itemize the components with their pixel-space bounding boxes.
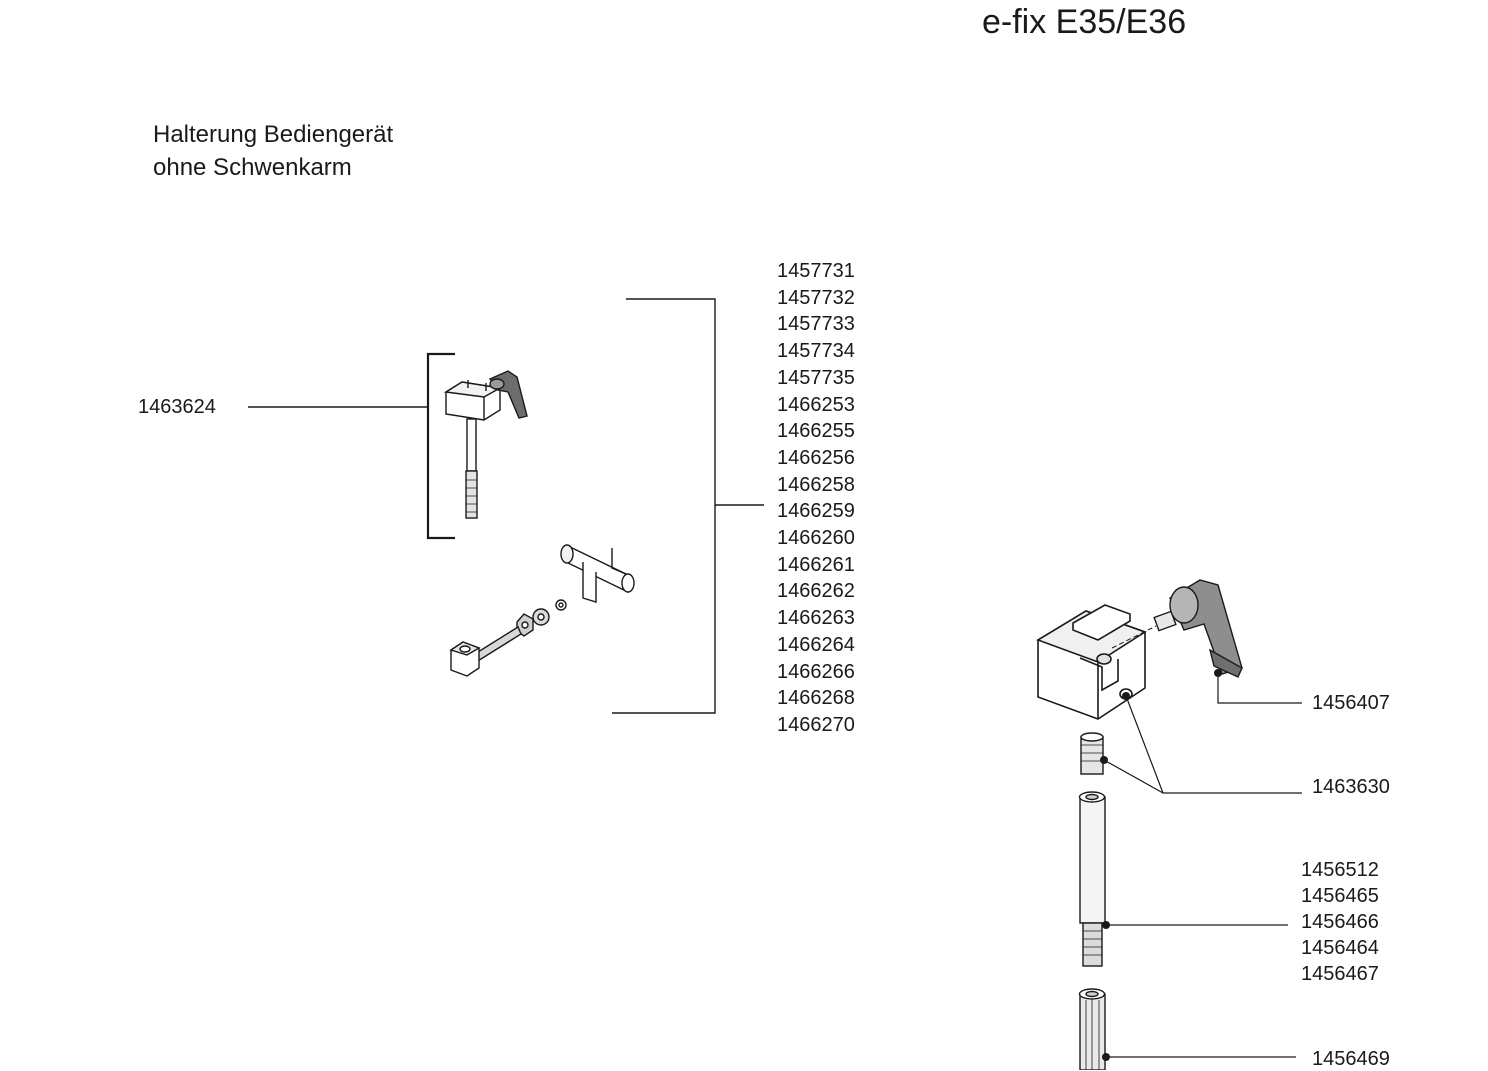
kit-part-number: 1457734: [777, 340, 855, 363]
leader-dot-lever: [1214, 669, 1222, 677]
page-title: e-fix E35/E36: [982, 3, 1187, 41]
leader-dot-sleeve: [1102, 1053, 1110, 1061]
kit-part-number: 1466261: [777, 553, 855, 576]
kit-part-number: 1466253: [777, 393, 855, 416]
leader-dot-tube: [1102, 921, 1110, 929]
tube-part-number: 1456467: [1301, 963, 1379, 985]
bracket-kit: [612, 298, 716, 714]
tube-part-number: 1456464: [1301, 937, 1379, 959]
small-clamp-assembly: [443, 370, 528, 519]
tube-part-number: 1456465: [1301, 885, 1379, 907]
sleeve-part: [1078, 988, 1106, 1070]
kit-part-number: 1466263: [777, 607, 855, 630]
tube-part-number-list: 1456512 1456465 1456466 1456464 1456467: [1301, 857, 1379, 987]
kit-part-number: 1466255: [777, 420, 855, 443]
leader-line-spacer: [1103, 759, 1164, 794]
kit-part-number: 1466262: [777, 580, 855, 603]
kit-part-number: 1466256: [777, 446, 855, 469]
part-number-clamp-block: 1463630: [1312, 776, 1390, 798]
kit-part-number: 1466264: [777, 633, 855, 656]
large-lever: [1153, 579, 1243, 678]
part-number-sleeve: 1456469: [1312, 1048, 1390, 1070]
kit-part-number: 1466260: [777, 527, 855, 550]
subtitle-line-2: ohne Schwenkarm: [153, 154, 352, 181]
part-number-lever: 1456407: [1312, 692, 1390, 714]
kit-part-number: 1466259: [777, 500, 855, 523]
kit-part-number: 1466268: [777, 687, 855, 710]
kit-part-number-list: 1457731 1457732 1457733 1457734 1457735 …: [777, 258, 855, 739]
kit-part-number: 1457735: [777, 366, 855, 389]
assembly-subtitle: Halterung Bediengerät ohne Schwenkarm: [153, 118, 393, 184]
tube-part-number: 1456512: [1301, 859, 1379, 881]
kit-part-number: 1457732: [777, 286, 855, 309]
bracket-left: [426, 352, 455, 540]
small-holder-assembly: [449, 544, 635, 677]
subtitle-line-1: Halterung Bediengerät: [153, 121, 394, 148]
part-number-1463624: 1463624: [138, 396, 216, 418]
leader-dot-spacer: [1100, 756, 1108, 764]
kit-part-number: 1466266: [777, 660, 855, 683]
leader-line-block: [1125, 695, 1302, 794]
kit-part-number: 1457733: [777, 313, 855, 336]
spacer-part: [1080, 732, 1104, 775]
leader-line-lever: [1217, 673, 1302, 704]
kit-part-number: 1457731: [777, 260, 855, 282]
tube-part: [1078, 791, 1106, 967]
leader-dot-block: [1122, 692, 1130, 700]
kit-part-number: 1466258: [777, 473, 855, 496]
kit-part-number: 1466270: [777, 713, 855, 736]
tube-part-number: 1456466: [1301, 911, 1379, 933]
large-clamp-block: [1036, 604, 1157, 720]
